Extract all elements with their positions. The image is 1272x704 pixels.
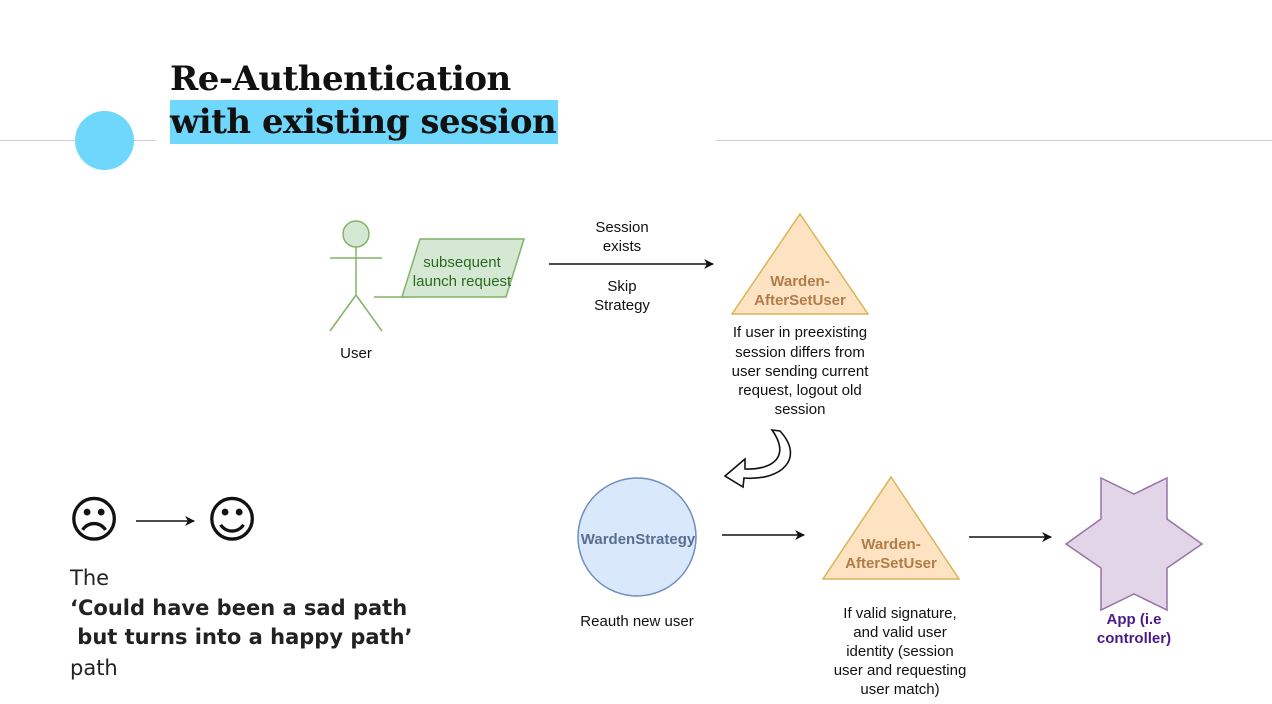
warden-bottom-desc-3: identity (session xyxy=(846,643,954,660)
caption-line1: The xyxy=(70,566,110,590)
warden-strategy-desc: Reauth new user xyxy=(580,613,694,630)
warden-top-desc-1: If user in preexisting xyxy=(732,324,868,341)
arrow-top-label-line2: exists xyxy=(602,238,642,255)
warden-bottom-desc-5: user match) xyxy=(860,681,940,698)
warden-top-label-line2: AfterSetUser xyxy=(754,292,846,309)
warden-top-desc-5: session xyxy=(774,401,826,418)
warden-bottom-desc-4: user and requesting xyxy=(833,662,967,679)
warden-top-desc-3: user sending current xyxy=(731,363,869,380)
header-rule-right xyxy=(716,140,1272,141)
arrow-top-label-line1: Session xyxy=(595,219,649,236)
caption-line4: path xyxy=(70,656,118,680)
warden-top-label-line1: Warden- xyxy=(770,273,830,290)
curved-down-left-arrow xyxy=(723,428,792,489)
warden-strategy-label: WardenStrategy xyxy=(580,531,696,548)
sad-face-icon: ☹ xyxy=(68,491,121,549)
warden-strategy-circle xyxy=(577,477,697,597)
warden-bottom-label-line1: Warden- xyxy=(861,536,921,553)
request-parallelogram xyxy=(400,238,526,298)
app-label-line1: App (i.e xyxy=(1106,611,1162,628)
request-label-line2: launch request xyxy=(412,273,512,290)
warden-top-desc-4: request, logout old xyxy=(738,382,862,399)
caption-line2: ‘Could have been a sad path xyxy=(70,596,408,620)
user-label: User xyxy=(340,345,372,362)
app-hexagram xyxy=(1064,476,1204,612)
title-decoration-circle xyxy=(75,111,134,170)
caption-line3: but turns into a happy path’ xyxy=(70,625,413,649)
app-label-line2: controller) xyxy=(1096,630,1172,647)
warden-after-set-user-top-triangle xyxy=(730,212,870,315)
warden-after-set-user-bottom-triangle xyxy=(821,475,961,580)
request-label-line1: subsequent xyxy=(423,254,501,271)
warden-top-desc-2: session differs from xyxy=(735,344,865,361)
slide-title-line2: with existing session xyxy=(170,100,559,144)
arrow-bottom-label-line1: Skip xyxy=(607,278,637,295)
arrow-bottom-label-line2: Strategy xyxy=(594,297,650,314)
warden-bottom-desc-2: and valid user xyxy=(853,624,947,641)
warden-bottom-desc-1: If valid signature, xyxy=(843,605,957,622)
happy-face-icon: ☺ xyxy=(206,491,259,549)
warden-bottom-label-line2: AfterSetUser xyxy=(845,555,937,572)
slide-title-line1: Re-Authentication xyxy=(170,59,511,99)
user-stick-figure xyxy=(329,220,383,332)
